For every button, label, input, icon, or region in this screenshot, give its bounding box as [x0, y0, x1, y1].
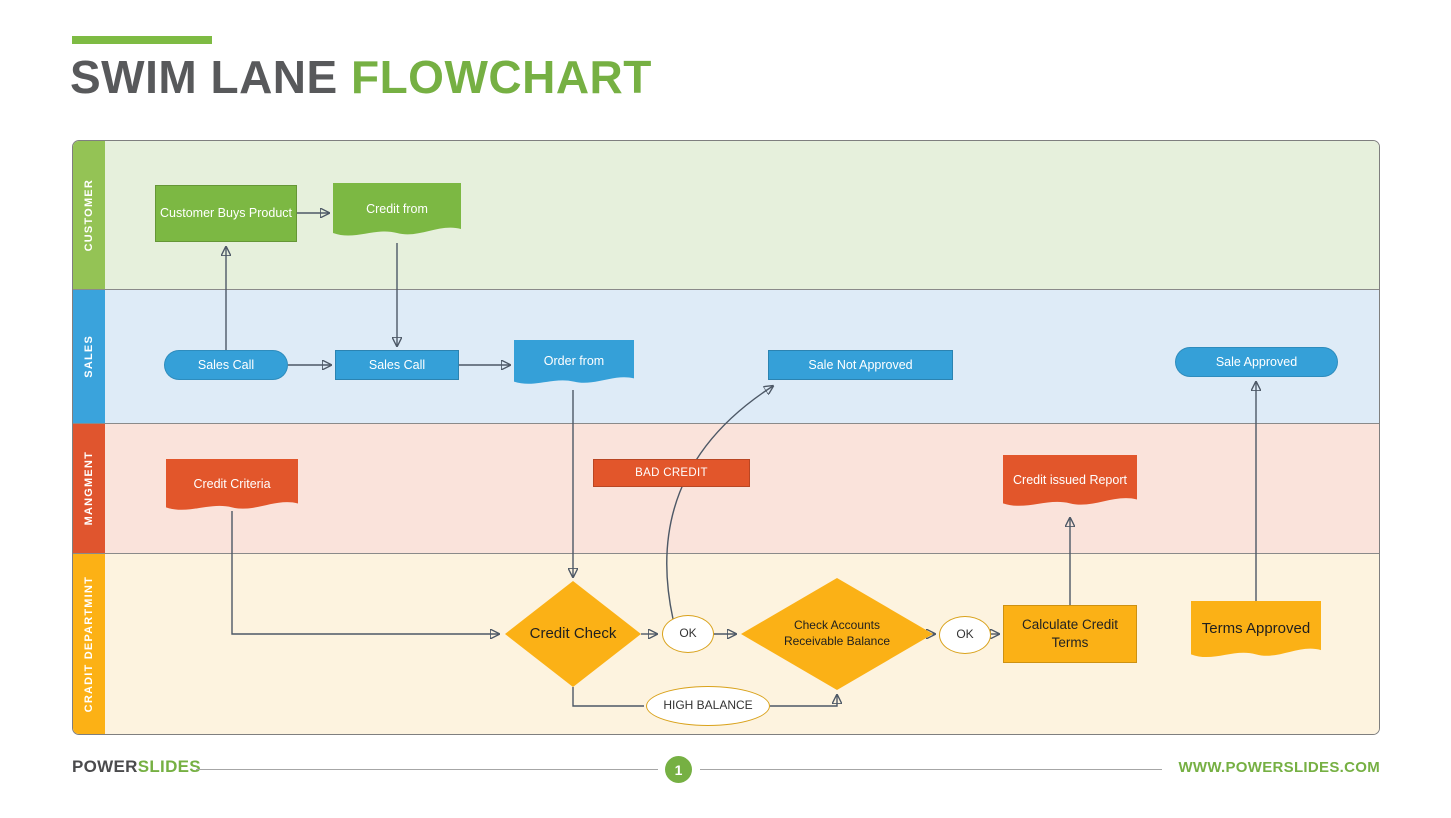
node-high-balance: HIGH BALANCE: [646, 686, 770, 726]
node-label: OK: [956, 627, 974, 642]
lane-sales-label: SALES: [73, 289, 105, 424]
lane-mangment-body: [105, 424, 1379, 553]
lane-credit-department-label: CRADIT DEPARTMINT: [73, 553, 105, 734]
node-terms-approved-document: Terms Approved: [1191, 601, 1321, 665]
page-number: 1: [674, 761, 683, 778]
lane-sales-body: [105, 289, 1379, 424]
node-label: Sale Not Approved: [808, 357, 913, 372]
arrow-creditcriteria-to-creditcheck: [231, 511, 499, 634]
document-shape: [1003, 455, 1137, 506]
swimlane-diagram: CUSTOMER SALES MANGMENT CRADIT DEPARTMIN…: [72, 140, 1380, 735]
node-label: Check Accounts Receivable Balance: [783, 618, 891, 648]
lane-customer-label: CUSTOMER: [73, 141, 105, 289]
node-sale-approved: Sale Approved: [1175, 347, 1338, 377]
arrow-creditcheck-to-highbalance: [572, 687, 644, 707]
brand-logo: POWERSLIDES: [72, 757, 201, 777]
node-credit-criteria-document: Credit Criteria: [166, 459, 298, 517]
brand-accent: SLIDES: [137, 757, 201, 776]
node-calculate-credit-terms: Calculate Credit Terms: [1003, 605, 1137, 663]
document-shape: [514, 340, 634, 384]
footer-divider-left: [196, 769, 658, 770]
node-label: BAD CREDIT: [635, 466, 708, 479]
flow-arrows: [73, 141, 1380, 707]
document-shape: [166, 459, 298, 510]
node-label: Sales Call: [197, 357, 255, 372]
node-ok-2: OK: [939, 616, 991, 654]
node-label: Credit Check: [529, 625, 617, 643]
lane-mangment-label: MANGMENT: [73, 424, 105, 553]
document-shape: [333, 183, 461, 236]
node-label: Calculate Credit Terms: [1021, 617, 1119, 650]
title-accent-bar: [72, 36, 212, 44]
node-label: Sales Call: [368, 357, 426, 372]
document-shape: [1191, 601, 1321, 658]
footer-divider-right: [700, 769, 1162, 770]
node-label: Credit issued Report: [1013, 472, 1127, 487]
node-label: Credit Criteria: [193, 476, 271, 491]
node-label: Sale Approved: [1215, 354, 1298, 369]
title-primary: SWIM LANE: [70, 51, 351, 103]
node-credit-from-document: Credit from: [333, 183, 461, 243]
brand-primary: POWER: [72, 757, 138, 776]
node-sales-call-2: Sales Call: [335, 350, 459, 380]
node-credit-issued-report-document: Credit issued Report: [1003, 455, 1137, 513]
arrow-highbalance-to-checkaccounts: [770, 695, 837, 707]
node-customer-buys-product: Customer Buys Product: [155, 185, 297, 242]
lane-sales: SALES: [73, 288, 1379, 424]
website-link: WWW.POWERSLIDES.COM: [1178, 759, 1380, 776]
node-bad-credit: BAD CREDIT: [593, 459, 750, 487]
title-accent: FLOWCHART: [350, 51, 652, 103]
node-label: Terms Approved: [1201, 620, 1311, 638]
node-label: OK: [679, 626, 697, 641]
node-ok-1: OK: [662, 615, 714, 653]
arrow-badcredit-to-salenotapproved: [666, 386, 773, 620]
node-label: Customer Buys Product: [160, 206, 292, 221]
node-sale-not-approved: Sale Not Approved: [768, 350, 953, 380]
node-sales-call-1: Sales Call: [164, 350, 288, 380]
node-label: Order from: [543, 353, 605, 368]
page-title: SWIM LANE FLOWCHART: [70, 50, 652, 104]
lane-customer: CUSTOMER: [73, 141, 1379, 289]
node-label: HIGH BALANCE: [663, 698, 753, 713]
lane-customer-body: [105, 141, 1379, 289]
page-number-badge: 1: [665, 756, 692, 783]
node-label: Credit from: [366, 201, 428, 216]
node-order-from-document: Order from: [514, 340, 634, 390]
